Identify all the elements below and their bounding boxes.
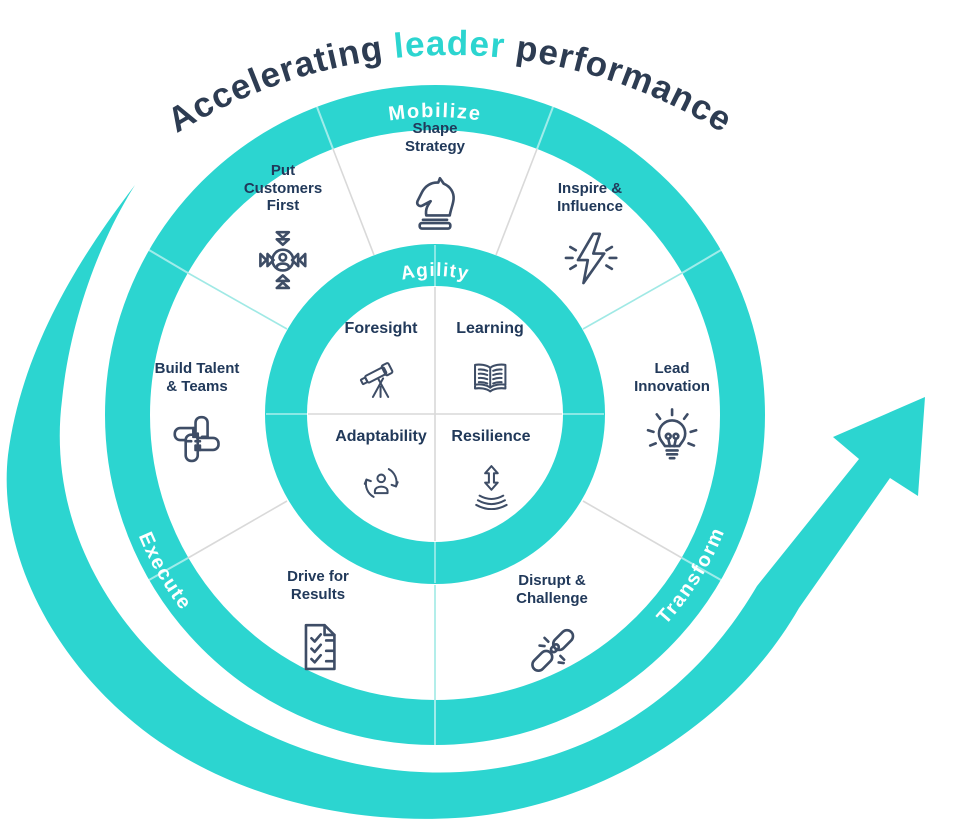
segment-shape-strategy: Shape Strategy — [400, 120, 470, 234]
open-book-icon — [473, 363, 507, 393]
competency-resilience: Resilience — [451, 428, 531, 510]
segment-drive-for-results: Drive for Results — [283, 568, 353, 682]
segment-put-customers-first: Put Customers First — [244, 162, 322, 294]
inner-agility-ring — [265, 244, 605, 584]
band-divider-lines — [148, 106, 722, 745]
competency-label: Foresight — [344, 320, 418, 337]
segment-label: Inspire & Influence — [557, 180, 623, 215]
competency-label: Learning — [456, 320, 524, 337]
spring-double-arrow-icon — [474, 464, 508, 510]
lightning-bolt-icon — [564, 232, 618, 285]
segment-label: Drive for Results — [287, 568, 349, 603]
joined-hands-icon — [173, 416, 221, 463]
segment-label: Put Customers First — [243, 162, 323, 215]
competency-label: Adaptability — [335, 428, 427, 445]
phase-dividers-teal — [187, 272, 683, 700]
lightbulb-icon — [646, 408, 698, 460]
broken-chain-icon — [530, 629, 575, 673]
inner-band-ticks — [266, 245, 604, 583]
customer-focus-icon — [259, 230, 307, 290]
segment-build-talent-teams: Build Talent & Teams — [154, 360, 240, 474]
segment-disrupt-challenge: Disrupt & Challenge — [516, 572, 588, 686]
segment-lead-innovation: Lead Innovation — [634, 360, 710, 474]
checklist-document-icon — [304, 624, 336, 671]
telescope-icon — [360, 362, 394, 398]
segment-label: Lead Innovation — [634, 360, 710, 395]
competency-adaptability: Adaptability — [335, 428, 427, 510]
chess-knight-icon — [415, 177, 455, 231]
competency-foresight: Foresight — [344, 320, 418, 402]
phase-label-mobilize: Mobilize — [387, 100, 483, 125]
inner-quadrant-dividers — [308, 287, 562, 541]
segment-dividers-gray — [187, 148, 683, 559]
segment-label: Build Talent & Teams — [154, 360, 240, 395]
person-cycle-arrows-icon — [363, 467, 399, 498]
segment-inspire-influence: Inspire & Influence — [555, 180, 625, 294]
segment-label: Disrupt & Challenge — [516, 572, 588, 607]
competency-label: Resilience — [451, 428, 531, 445]
spiral-arrow — [6, 185, 926, 819]
agility-ring-label: Agility — [399, 260, 471, 285]
segment-label: Shape Strategy — [404, 120, 466, 155]
competency-learning: Learning — [456, 320, 524, 402]
